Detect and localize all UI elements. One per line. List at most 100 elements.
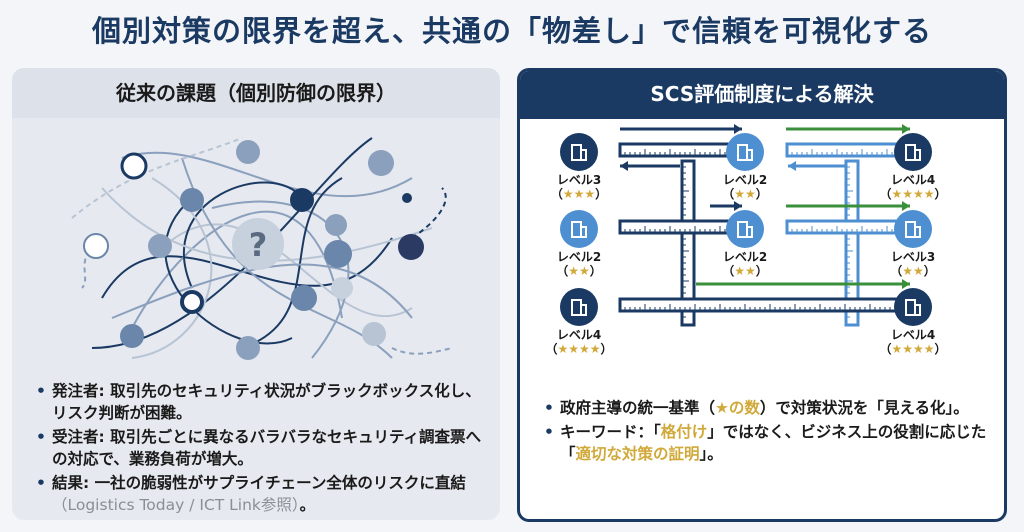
highlight-text: 適切な対策の証明 [575, 445, 700, 463]
bullet-text: 発注者: 取引先のセキュリティ状況がブラックボックス化し、リスク判断が困難。 [52, 382, 481, 422]
building-icon [368, 150, 394, 176]
company-node: レベル3 （★★） [868, 210, 958, 278]
company-node: レベル2 （★★） [534, 210, 624, 278]
node-icon [120, 152, 148, 180]
building-icon [560, 133, 598, 171]
building-icon [894, 288, 932, 326]
paren: ） [595, 187, 608, 201]
paren: （ [550, 187, 563, 201]
building-icon [894, 210, 932, 248]
level-label: レベル2 [556, 250, 602, 264]
building-icon [726, 210, 764, 248]
node-icon [324, 240, 352, 268]
level-label: レベル2 [722, 250, 768, 264]
building-icon [236, 140, 260, 164]
building-icon [726, 133, 764, 171]
source-note: （Logistics Today / ICT Link参照） [52, 496, 300, 514]
building-icon [362, 322, 386, 346]
paren: （ [890, 264, 903, 278]
building-icon [398, 234, 424, 260]
star-rating: （★★★★） [534, 342, 624, 356]
stars-icon: ★★ [902, 264, 924, 278]
level-label: レベル4 [890, 173, 936, 187]
page-title: 個別対策の限界を超え、共通の「物差し」で信頼を可視化する [91, 14, 932, 48]
solution-bullet-list: 政府主導の統一基準（★の数）で対策状況を「見える化」。 キーワード：「格付け」で… [538, 397, 998, 467]
building-icon [560, 210, 598, 248]
company-node: レベル3 （★★★） [534, 133, 624, 201]
paren: ） [923, 264, 936, 278]
star-rating: （★★） [868, 264, 958, 278]
star-rating: （★★） [700, 264, 790, 278]
stars-icon: ★★★★ [891, 342, 935, 356]
node-icon [290, 188, 314, 212]
ruler [680, 159, 696, 327]
company-node: レベル2 （★★） [700, 133, 790, 201]
stars-icon: ★★★★ [891, 187, 935, 201]
paren: （ [556, 264, 569, 278]
tangled-network-diagram: ? [71, 137, 453, 360]
star-rating: （★★★★） [868, 187, 958, 201]
paren: （ [545, 342, 558, 356]
paren: ） [600, 342, 613, 356]
level-label: レベル2 [722, 173, 768, 187]
bullet-result: 結果: 一社の脆弱性がサプライチェーン全体のリスクに直結 （Logistics T… [30, 472, 490, 516]
company-node: レベル2 （★★） [700, 210, 790, 278]
node-icon [180, 188, 204, 212]
arrow-head-icon [902, 124, 910, 134]
stars-icon: ★★★ [562, 187, 596, 201]
paren: （ [722, 187, 735, 201]
bullet-text: 政府主導の統一基準（ [560, 399, 716, 417]
arrow-head-icon [902, 201, 910, 211]
stars-icon: ★★★★ [557, 342, 601, 356]
paren: （ [879, 187, 892, 201]
bullet-orderer: 発注者: 取引先のセキュリティ状況がブラックボックス化し、リスク判断が困難。 [30, 380, 490, 424]
network-nodes: ? [83, 140, 424, 360]
paren: ） [755, 264, 768, 278]
bullet-end: 。 [299, 496, 316, 514]
arrow-head-icon [788, 161, 796, 171]
level-label: レベル4 [556, 328, 602, 342]
solution-panel: SCS評価制度による解決 レベル3 （★★★） レベル2 （★★） レベル4 （… [517, 68, 1007, 522]
building-icon [236, 336, 260, 360]
paren: ） [755, 187, 768, 201]
paren: ） [934, 187, 947, 201]
arrow-head-icon [734, 201, 742, 211]
stars-icon: ★★ [734, 264, 756, 278]
building-icon [560, 288, 598, 326]
bullet-standard: 政府主導の統一基準（★の数）で対策状況を「見える化」。 [538, 397, 998, 419]
arrow-head-icon [902, 279, 910, 289]
warning-icon [331, 277, 353, 299]
company-node: レベル4 （★★★★） [868, 133, 958, 201]
level-label: レベル3 [890, 250, 936, 264]
building-icon [120, 324, 144, 348]
company-node: レベル4 （★★★★） [868, 288, 958, 356]
node-icon [180, 290, 204, 314]
bullet-keyword: キーワード：「格付け」ではなく、ビジネス上の役割に応じた「適切な対策の証明」。 [538, 421, 998, 465]
arrow-head-icon [734, 124, 742, 134]
node-icon [291, 285, 317, 311]
problem-panel: 従来の課題（個別防御の限界） ? 発注者: 取引先のセキュリティ状況がブラ [12, 68, 500, 520]
star-rating: （★★） [700, 187, 790, 201]
question-mark: ? [249, 226, 268, 264]
building-icon [325, 214, 347, 236]
globe-icon [83, 233, 109, 259]
bullet-text: 結果: 一社の脆弱性がサプライチェーン全体のリスクに直結 [52, 474, 466, 492]
bullet-text: ）で対策状況を「見える化」。 [759, 399, 969, 417]
level-label: レベル3 [556, 173, 602, 187]
bullet-text: 」。 [699, 445, 723, 463]
solution-panel-header: SCS評価制度による解決 [520, 71, 1004, 119]
problem-bullet-list: 発注者: 取引先のセキュリティ状況がブラックボックス化し、リスク判断が困難。 受… [30, 380, 490, 518]
question-node [232, 218, 284, 270]
building-icon [894, 133, 932, 171]
highlight-text: ★の数 [715, 399, 760, 417]
bullet-text: 受注者: 取引先ごとに異なるバラバラなセキュリティ調査票への対応で、業務負荷が増… [52, 428, 482, 468]
stars-icon: ★★ [568, 264, 590, 278]
paren: ） [589, 264, 602, 278]
highlight-text: 格付け [660, 423, 708, 441]
paren: （ [722, 264, 735, 278]
node-icon [148, 234, 172, 258]
bullet-contractor: 受注者: 取引先ごとに異なるバラバラなセキュリティ調査票への対応で、業務負荷が増… [30, 426, 490, 470]
bullet-text: キーワード：「 [560, 423, 661, 441]
level-label: レベル4 [890, 328, 936, 342]
paren: ） [934, 342, 947, 356]
